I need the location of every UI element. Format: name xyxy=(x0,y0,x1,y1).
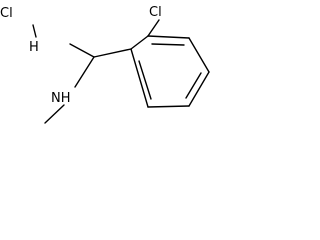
benzene-ring xyxy=(130,35,210,108)
nitrogen-to-methyl-bond xyxy=(44,104,65,124)
ring-chlorine-bond xyxy=(147,19,160,37)
ring-double-bond xyxy=(151,43,185,46)
hydrochloride-group: Cl H xyxy=(0,6,39,55)
methyl-to-chiral-carbon-bond xyxy=(69,43,95,58)
amine-label: NH xyxy=(51,91,71,106)
chemical-structure: Cl H Cl NH xyxy=(0,5,210,124)
ring-bond xyxy=(130,35,149,50)
ring-bond xyxy=(147,105,190,108)
molecule-skeleton xyxy=(44,19,210,124)
hcl-chlorine-label: Cl xyxy=(0,6,13,21)
ring-bond xyxy=(188,71,210,107)
ring-bond xyxy=(130,48,149,108)
chiral-carbon-to-ring-bond xyxy=(93,48,132,58)
hcl-hydrogen-label: H xyxy=(29,40,39,55)
ring-chlorine-label: Cl xyxy=(149,5,162,20)
ring-double-bond xyxy=(138,60,152,100)
ring-bond xyxy=(147,35,190,39)
ring-bond xyxy=(188,37,210,73)
chiral-carbon-to-nitrogen-bond xyxy=(74,56,95,88)
ring-double-bond xyxy=(185,72,202,99)
h-cl-bond xyxy=(32,24,37,38)
